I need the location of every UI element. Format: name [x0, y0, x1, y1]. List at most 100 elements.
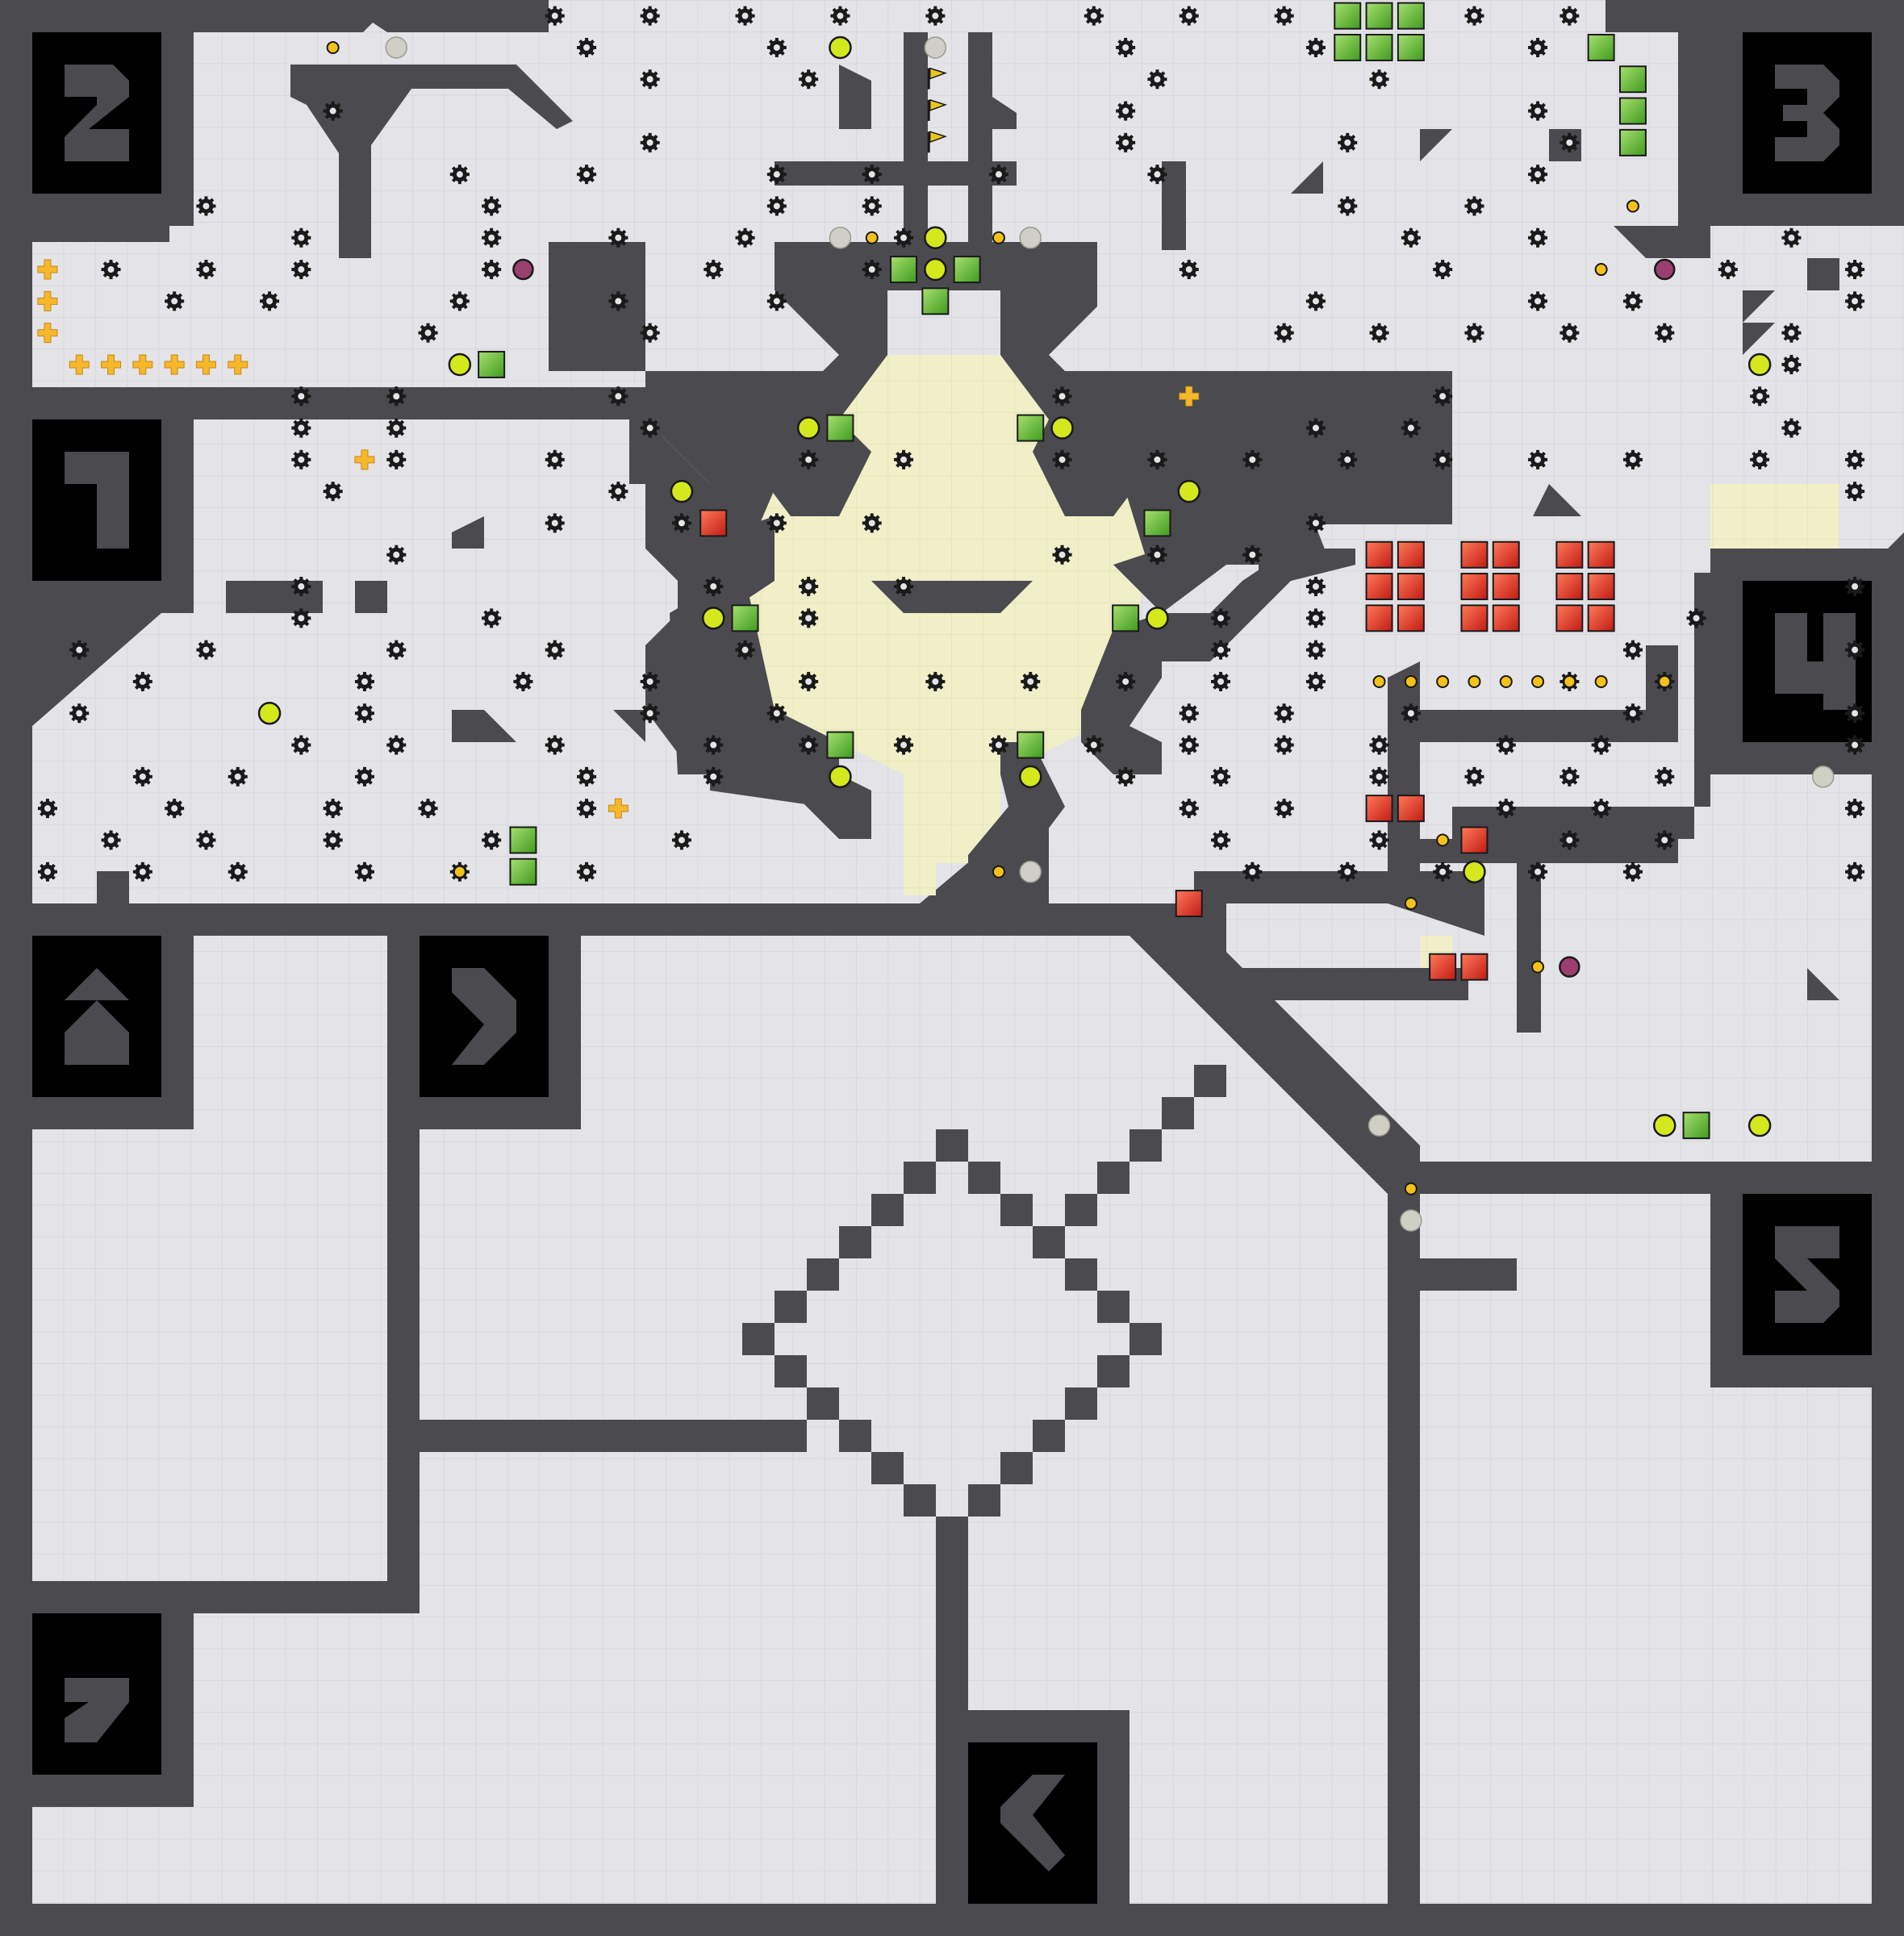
- green-block: [1365, 2, 1393, 30]
- spike-gear-icon: [1401, 703, 1421, 724]
- spike-gear-icon: [1274, 323, 1294, 343]
- red-block: [1587, 573, 1615, 601]
- yellow-orb: [448, 353, 472, 377]
- spike-gear-icon: [482, 608, 502, 628]
- spike-gear-icon: [1845, 799, 1865, 819]
- spike-gear-icon: [386, 544, 407, 565]
- green-block: [1618, 128, 1647, 156]
- spike-gear-icon: [1560, 766, 1580, 786]
- green-block: [1682, 1112, 1710, 1140]
- spike-gear-icon: [704, 260, 724, 280]
- spike-gear-icon: [988, 735, 1008, 755]
- spike-gear-icon: [1560, 830, 1580, 850]
- gold-coin: [453, 865, 466, 878]
- spike-gear-icon: [640, 418, 660, 438]
- spike-gear-icon: [1622, 291, 1643, 311]
- door-up[interactable]: [32, 936, 161, 1097]
- yellow-orb: [1653, 1113, 1676, 1137]
- door-1[interactable]: [32, 419, 161, 581]
- door-2[interactable]: [32, 32, 161, 194]
- spike-gear-icon: [1622, 449, 1643, 469]
- spike-gear-icon: [1845, 640, 1865, 660]
- spike-gear-icon: [165, 799, 185, 819]
- spike-gear-icon: [1845, 862, 1865, 882]
- spike-gear-icon: [449, 291, 470, 311]
- spike-gear-icon: [577, 165, 597, 185]
- spike-gear-icon: [1242, 544, 1263, 565]
- doors: [32, 32, 1872, 1904]
- purple-orb: [512, 258, 534, 281]
- spike-gear-icon: [1781, 354, 1802, 374]
- door-5[interactable]: [1743, 1194, 1872, 1355]
- spike-gear-icon: [545, 449, 565, 469]
- spike-gear-icon: [1305, 608, 1326, 628]
- green-block: [731, 604, 759, 632]
- gray-orb: [1367, 1114, 1391, 1137]
- spike-gear-icon: [291, 227, 311, 248]
- flag-icon: [927, 131, 948, 153]
- spike-gear-icon: [1433, 386, 1453, 407]
- spike-gear-icon: [386, 449, 407, 469]
- door-3[interactable]: [1743, 32, 1872, 194]
- spike-gear-icon: [1845, 482, 1865, 502]
- spike-gear-icon: [1147, 69, 1167, 90]
- spike-gear-icon: [1338, 132, 1358, 152]
- items: [37, 2, 1865, 1232]
- spike-gear-icon: [132, 766, 152, 786]
- spike-gear-icon: [132, 671, 152, 691]
- spike-gear-icon: [1528, 227, 1548, 248]
- yellow-orb: [829, 35, 852, 60]
- yellow-orb: [796, 416, 820, 440]
- spike-gear-icon: [1369, 766, 1389, 786]
- gray-orb: [924, 36, 947, 59]
- door-right[interactable]: [420, 936, 549, 1097]
- spike-gear-icon: [386, 418, 407, 438]
- door-7[interactable]: [32, 1613, 161, 1775]
- digit-4-icon: [1775, 613, 1856, 710]
- spike-gear-icon: [1781, 227, 1802, 248]
- yellow-orb: [924, 226, 947, 249]
- red-block: [1397, 604, 1425, 632]
- yellow-orb: [257, 702, 282, 725]
- spike-gear-icon: [196, 260, 216, 280]
- green-block: [826, 731, 854, 759]
- spike-gear-icon: [1305, 513, 1326, 533]
- yellow-orb: [670, 479, 694, 503]
- spike-gear-icon: [1305, 291, 1326, 311]
- red-block: [1460, 573, 1489, 601]
- door-left[interactable]: [968, 1742, 1097, 1904]
- purple-orb: [1654, 258, 1676, 281]
- red-block: [1460, 604, 1489, 632]
- spike-gear-icon: [482, 227, 502, 248]
- spike-gear-icon: [482, 830, 502, 850]
- spike-gear-icon: [386, 386, 407, 407]
- red-block: [1460, 953, 1489, 981]
- gold-coin: [326, 40, 340, 54]
- spike-gear-icon: [1718, 260, 1738, 280]
- green-block: [890, 256, 918, 284]
- spike-gear-icon: [1147, 165, 1167, 185]
- spike-gear-icon: [228, 862, 248, 882]
- green-block: [478, 350, 506, 378]
- spike-gear-icon: [766, 196, 787, 216]
- spike-gear-icon: [799, 69, 819, 90]
- spike-gear-icon: [640, 323, 660, 343]
- spike-gear-icon: [291, 735, 311, 755]
- spike-gear-icon: [1338, 449, 1358, 469]
- spike-gear-icon: [1622, 862, 1643, 882]
- spike-gear-icon: [1781, 323, 1802, 343]
- spike-gear-icon: [1433, 449, 1453, 469]
- spike-gear-icon: [1116, 132, 1136, 152]
- green-block: [1334, 2, 1362, 30]
- spike-gear-icon: [1528, 101, 1548, 121]
- gold-coin: [1594, 674, 1608, 688]
- spike-gear-icon: [608, 227, 628, 248]
- yellow-orb: [1463, 860, 1486, 883]
- spike-gear-icon: [1179, 703, 1199, 724]
- spike-gear-icon: [799, 735, 819, 755]
- spike-gear-icon: [1496, 799, 1516, 819]
- spike-gear-icon: [1242, 449, 1263, 469]
- purple-orb: [1559, 956, 1580, 978]
- spike-gear-icon: [671, 513, 691, 533]
